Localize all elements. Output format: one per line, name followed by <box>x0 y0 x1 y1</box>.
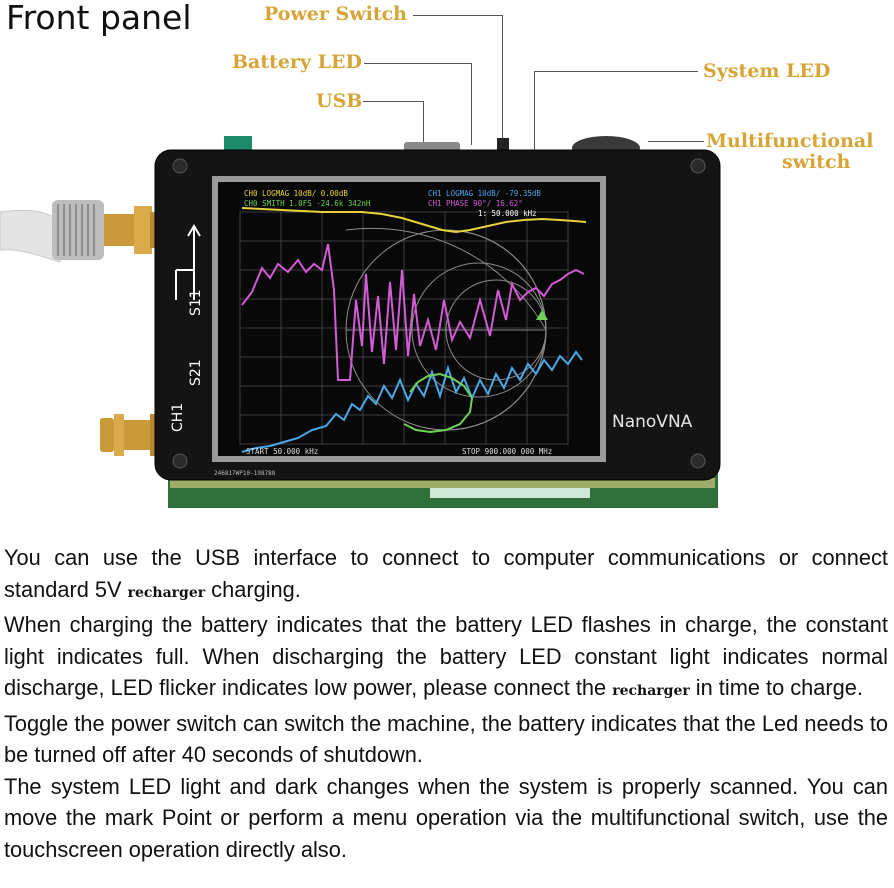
leader-system-led-v <box>534 71 535 153</box>
leader-power-switch-h <box>413 15 503 16</box>
callout-usb: USB <box>316 90 363 112</box>
screen-header-left-2: CH0 SMITH 1.0FS -24.6k 342nH <box>244 199 371 208</box>
leader-battery-led-h <box>364 63 472 64</box>
port-arrows <box>175 224 201 300</box>
screen-header-left-1: CH0 LOGMAG 10dB/ 0.00dB <box>244 189 348 198</box>
page-title: Front panel <box>6 0 192 37</box>
trace-cyan <box>241 350 583 453</box>
callout-multifunctional-line2: switch <box>782 150 851 173</box>
nanovna-device: S11 S21 CH1 NanoVNA 246817WP10-198788 CH… <box>0 136 721 508</box>
cable <box>0 200 104 263</box>
screen-header-right-1: CH1 LOGMAG 10dB/ -79.35dB <box>428 189 541 198</box>
description-power-switch: Toggle the power switch can switch the m… <box>4 710 888 768</box>
label-s21: S21 <box>188 359 204 386</box>
leader-usb-h <box>363 101 424 102</box>
description-text: You can use the USB interface to connect… <box>4 542 888 865</box>
label-ch1: CH1 <box>170 403 186 432</box>
leader-multifunctional-h <box>648 141 704 142</box>
callout-multifunctional-line1: Multifunctional <box>706 130 874 152</box>
leader-battery-led-v <box>471 63 472 145</box>
screw <box>172 158 188 174</box>
screen-stop-frequency: STOP 900.000 000 MHz <box>462 447 552 456</box>
screen-start-frequency: START 50.000 kHz <box>246 447 318 456</box>
screw <box>690 453 706 469</box>
screw <box>690 158 706 174</box>
trace-magenta <box>241 243 585 381</box>
description-system-led: The system LED light and dark changes wh… <box>4 773 888 862</box>
screw <box>172 453 188 469</box>
leader-system-led-h <box>534 71 698 72</box>
screen-marker-readout: 1: 50.000 kHz <box>478 209 537 218</box>
description-usb: You can use the USB interface to connect… <box>4 545 888 602</box>
marker-triangle <box>536 310 548 320</box>
trace-yellow <box>241 207 587 234</box>
callout-system-led: System LED <box>703 60 831 82</box>
label-s11: S11 <box>188 289 204 316</box>
screen-header-right-2: CH1 PHASE 90°/ 16.62° <box>428 199 523 208</box>
leader-usb-v <box>423 101 424 147</box>
description-battery-led: When charging the battery indicates that… <box>4 612 888 700</box>
leader-power-switch-v <box>502 15 503 143</box>
sma-connector-s21 <box>100 414 164 456</box>
brand-label: NanoVNA <box>612 412 693 432</box>
serial-number: 246817WP10-198788 <box>214 470 276 477</box>
callout-multifunctional: Multifunctional switch <box>706 131 873 173</box>
lcd-screen <box>218 182 600 456</box>
trace-green <box>403 372 474 434</box>
sma-connector-s11 <box>104 206 162 254</box>
callout-power-switch: Power Switch <box>264 3 407 25</box>
callout-battery-led: Battery LED <box>232 51 362 73</box>
